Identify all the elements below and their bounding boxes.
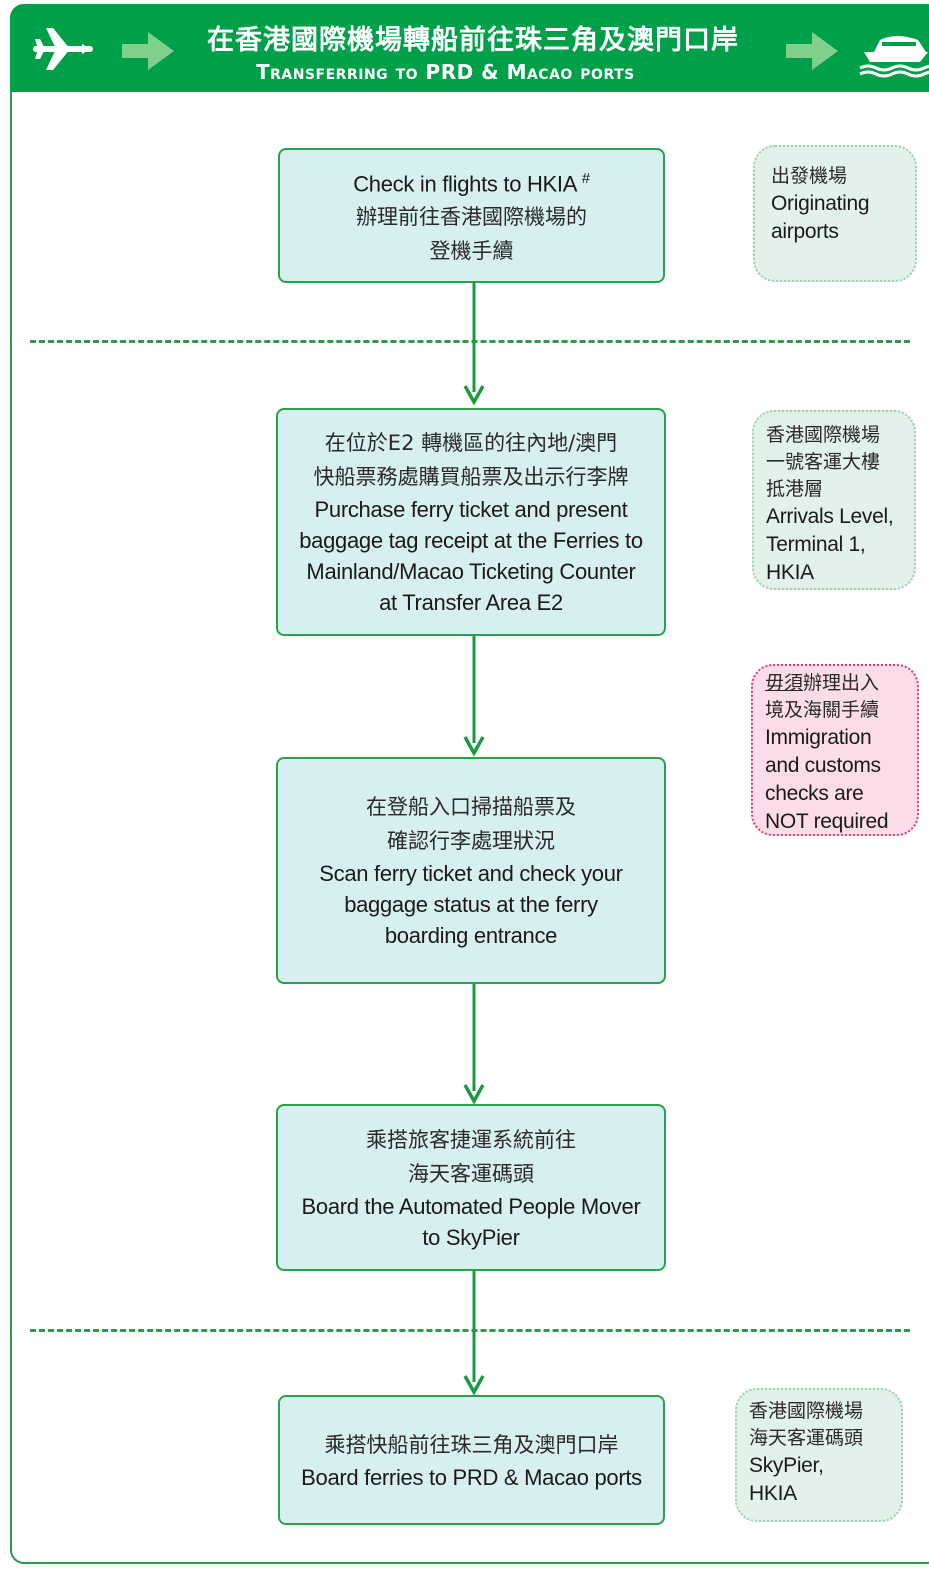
flow-arrow (463, 983, 485, 1105)
note-skypier: 香港國際機場 海天客運碼頭 SkyPier, HKIA (735, 1388, 903, 1522)
note-text-english: SkyPier, HKIA (749, 1454, 824, 1505)
stage-divider (30, 1329, 910, 1332)
step-box-people-mover: 乘搭旅客捷運系統前往 海天客運碼頭 Board the Automated Pe… (276, 1104, 666, 1271)
stage-divider (30, 340, 910, 343)
step-text-english: Check in flights to HKIA # (353, 170, 590, 197)
note-arrivals-level: 香港國際機場 一號客運大樓 抵港層 Arrivals Level, Termin… (752, 410, 916, 590)
ferry-icon (859, 36, 929, 78)
step-text-english: Scan ferry ticket and check your baggage… (319, 861, 623, 948)
footnote-marker: # (581, 170, 590, 188)
step-box-check-in: Check in flights to HKIA # 辦理前往香港國際機場的 登… (278, 148, 665, 283)
step-text-english: Board ferries to PRD & Macao ports (301, 1464, 642, 1490)
arrow-right-icon (786, 32, 838, 70)
step-text-chinese: 辦理前往香港國際機場的 登機手續 (356, 204, 587, 263)
step-text-chinese: 在登船入口掃描船票及 確認行李處理狀況 (366, 795, 576, 853)
step-text-english: Purchase ferry ticket and present baggag… (299, 497, 643, 615)
step-text-english: Board the Automated People Mover to SkyP… (301, 1193, 641, 1250)
note-text-english: Arrivals Level, Terminal 1, HKIA (766, 505, 894, 584)
step-text-chinese: 乘搭快船前往珠三角及澳門口岸 (324, 1432, 619, 1457)
note-text-english: Immigration and customs checks are NOT r… (765, 726, 889, 833)
arrow-right-icon (122, 32, 174, 70)
note-text-chinese: 香港國際機場 一號客運大樓 抵港層 (766, 424, 881, 500)
step-box-board-ferry: 乘搭快船前往珠三角及澳門口岸 Board ferries to PRD & Ma… (278, 1395, 665, 1525)
step-text-chinese: 在位於E2 轉機區的往內地/澳門 快船票務處購買船票及出示行李牌 (313, 431, 629, 489)
note-text-english: Originating airports (771, 192, 870, 243)
flow-arrow (463, 635, 485, 757)
note-no-immigration: 毋須辦理出入 境及海關手續 Immigration and customs ch… (751, 664, 919, 836)
title-english: Transferring to PRD & Macao ports (256, 60, 635, 84)
step-box-purchase-ticket: 在位於E2 轉機區的往內地/澳門 快船票務處購買船票及出示行李牌 Purchas… (276, 408, 666, 636)
note-text-chinese: 出發機場 (771, 165, 848, 187)
note-text-chinese: 毋須辦理出入 境及海關手續 (765, 672, 880, 721)
note-originating-airports: 出發機場 Originating airports (753, 145, 917, 282)
step-text-chinese: 乘搭旅客捷運系統前往 海天客運碼頭 (366, 1127, 576, 1186)
title-chinese: 在香港國際機場轉船前往珠三角及澳門口岸 (207, 25, 739, 56)
underlined-word: 毋須 (765, 672, 804, 694)
flow-arrow (463, 282, 485, 406)
airplane-icon (33, 28, 93, 70)
note-text-chinese: 香港國際機場 海天客運碼頭 (749, 1400, 864, 1449)
header-banner: 在香港國際機場轉船前往珠三角及澳門口岸 Transferring to PRD … (10, 4, 929, 92)
step-box-scan-ticket: 在登船入口掃描船票及 確認行李處理狀況 Scan ferry ticket an… (276, 757, 666, 984)
flow-arrow (463, 1270, 485, 1396)
